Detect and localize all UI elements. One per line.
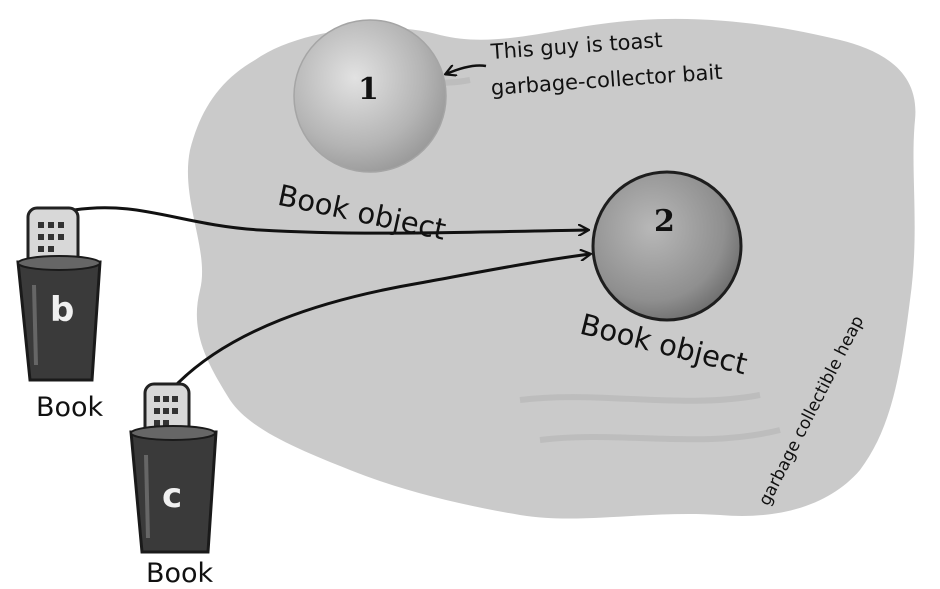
reference-c-name: c bbox=[162, 476, 182, 516]
book-object-2 bbox=[593, 172, 741, 320]
reference-b-name: b bbox=[50, 290, 74, 330]
reference-b-type: Book bbox=[36, 392, 103, 423]
object-2-number: 2 bbox=[654, 204, 675, 239]
reference-c-cup bbox=[131, 384, 216, 552]
object-1-number: 1 bbox=[358, 72, 379, 107]
reference-c-type: Book bbox=[146, 558, 213, 589]
